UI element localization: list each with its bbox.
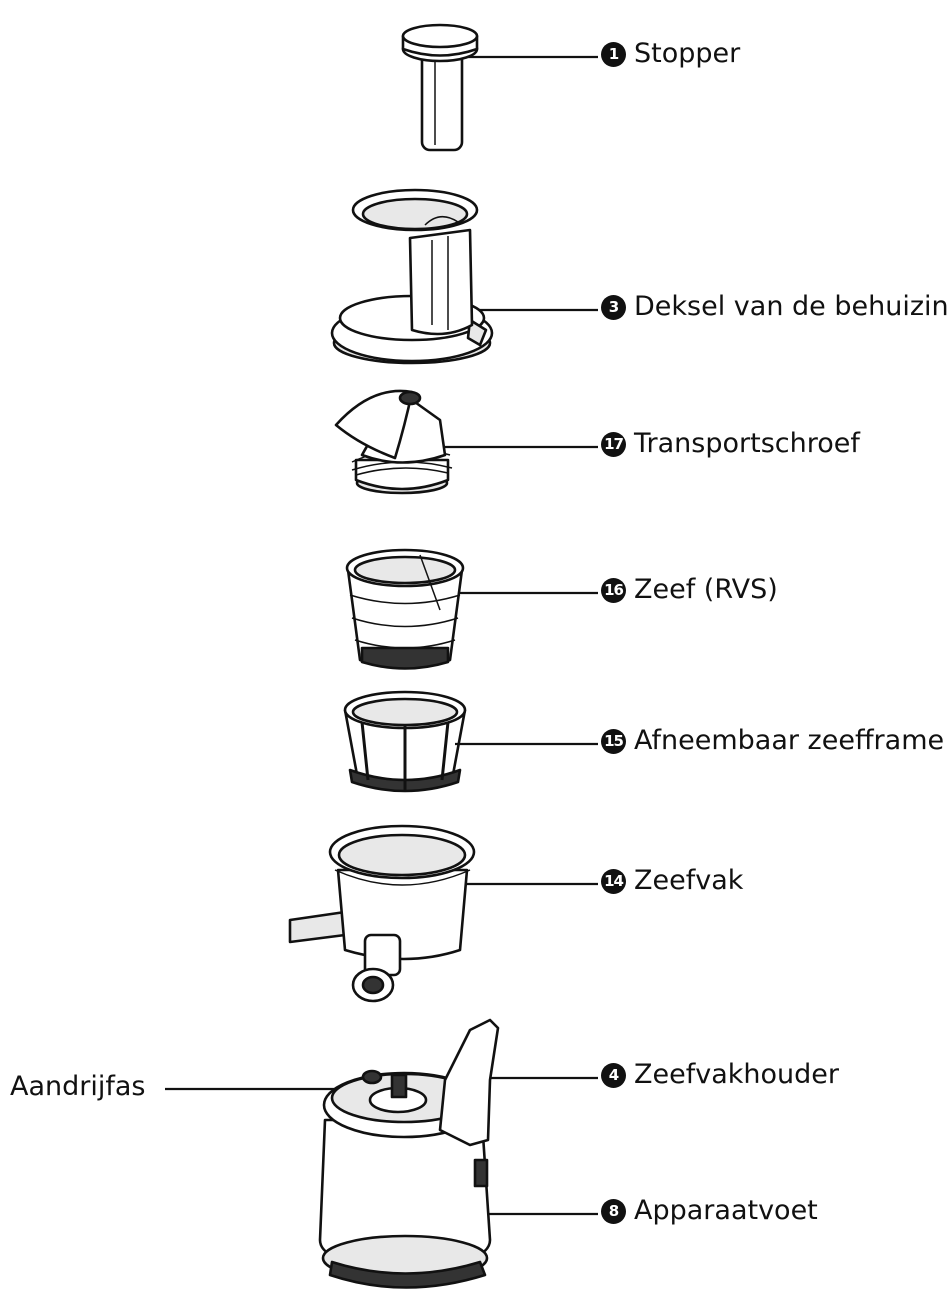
number-badge: 3 [601, 295, 626, 320]
number-badge: 8 [601, 1199, 626, 1224]
label-text: Zeefvakhouder [634, 1059, 839, 1090]
label-text: Zeef (RVS) [634, 574, 778, 605]
label-text: Aandrijfas [10, 1071, 146, 1102]
lid-drawing [330, 188, 494, 365]
sieve-drawing [345, 548, 465, 670]
label-auger: 17 Transportschroef [601, 428, 860, 460]
label-frame: 15 Afneembaar zeefframe [601, 725, 944, 757]
number-badge: 17 [601, 432, 626, 457]
stopper-drawing [401, 23, 479, 152]
label-drive-shaft: Aandrijfas [10, 1071, 146, 1103]
label-stopper: 1 Stopper [601, 38, 740, 70]
label-text: Zeefvak [634, 865, 744, 896]
base-drawing [318, 1018, 500, 1289]
number-badge: 14 [601, 869, 626, 894]
number-badge: 1 [601, 42, 626, 67]
label-text: Stopper [634, 38, 741, 69]
label-text: Deksel van de behuizing [634, 291, 948, 322]
chamber-drawing [288, 824, 476, 1003]
label-lid: 3 Deksel van de behuizing [601, 291, 948, 323]
number-badge: 4 [601, 1063, 626, 1088]
label-chamber: 14 Zeefvak [601, 865, 743, 897]
label-base: 8 Apparaatvoet [601, 1195, 818, 1227]
label-text: Afneembaar zeefframe [634, 725, 945, 756]
number-badge: 16 [601, 578, 626, 603]
label-sieve: 16 Zeef (RVS) [601, 574, 778, 606]
number-badge: 15 [601, 729, 626, 754]
label-text: Transportschroef [634, 428, 860, 459]
label-holder: 4 Zeefvakhouder [601, 1059, 839, 1091]
auger-drawing [334, 389, 453, 495]
frame-drawing [343, 690, 467, 793]
label-text: Apparaatvoet [634, 1195, 818, 1226]
